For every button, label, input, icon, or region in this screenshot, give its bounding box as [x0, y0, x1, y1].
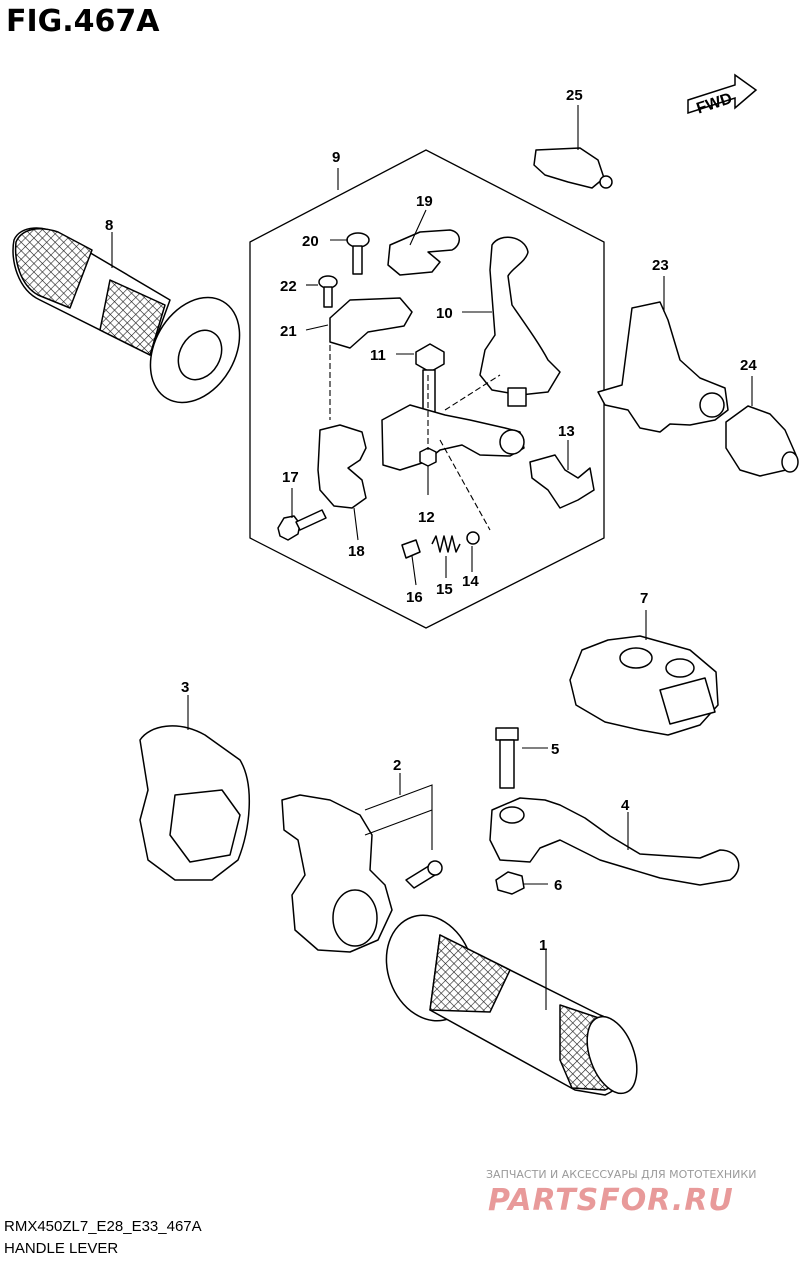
ball-icon [466, 531, 480, 545]
figure-title: FIG.467A [6, 4, 160, 39]
callout-20: 20 [302, 233, 319, 250]
callout-8: 8 [105, 217, 113, 234]
pivot-bolt-icon [495, 727, 519, 789]
callout-17: 17 [282, 469, 299, 486]
lever-guard-icon [597, 301, 729, 433]
bolt-icon [277, 509, 327, 541]
watermark-logo: PARTSFOR.RU [488, 1183, 734, 1218]
clutch-lever-assembly-icon [381, 404, 525, 471]
callout-23: 23 [652, 257, 669, 274]
figure-code: RMX450ZL7_E28_E33_467A [4, 1218, 202, 1235]
adjuster-icon [529, 454, 595, 509]
callout-1: 1 [539, 937, 547, 954]
callouts: 1 2 3 4 5 6 7 8 9 10 11 12 13 14 15 16 1… [105, 87, 757, 954]
right-grip-icon [385, 914, 638, 1096]
callout-25: 25 [566, 87, 583, 104]
callout-21: 21 [280, 323, 297, 340]
callout-10: 10 [436, 305, 453, 322]
callout-5: 5 [551, 741, 559, 758]
callout-15: 15 [436, 581, 453, 598]
set-screw-icon [401, 539, 421, 559]
leader-lines [111, 105, 753, 1010]
screw-icon [346, 232, 370, 275]
assembly-9-boundary [249, 149, 605, 629]
clamp-icon [317, 424, 367, 509]
callout-16: 16 [406, 589, 423, 606]
screw-icon [405, 860, 443, 889]
adjuster-icon [725, 405, 799, 477]
holder-icon [329, 297, 413, 349]
spring-icon [431, 535, 461, 553]
callout-3: 3 [181, 679, 189, 696]
figure-name: HANDLE LEVER [4, 1240, 119, 1257]
callout-7: 7 [640, 590, 648, 607]
callout-9: 9 [332, 149, 340, 166]
brake-lever-icon [489, 797, 740, 886]
callout-11: 11 [370, 347, 386, 364]
callout-6: 6 [554, 877, 562, 894]
callout-12: 12 [418, 509, 435, 526]
callout-4: 4 [621, 797, 630, 814]
callout-13: 13 [558, 423, 575, 440]
callout-19: 19 [416, 193, 433, 210]
callout-22: 22 [280, 278, 297, 295]
screw-icon [318, 275, 338, 308]
callout-24: 24 [740, 357, 757, 374]
throttle-cover-icon [139, 725, 251, 881]
throttle-housing-icon [281, 794, 393, 953]
hot-start-lever-icon [387, 229, 460, 276]
callout-18: 18 [348, 543, 365, 560]
cable-adjuster-icon [533, 147, 613, 189]
bolt-icon [415, 343, 445, 413]
lever-cover-icon [569, 635, 719, 736]
watermark-tagline: ЗАПЧАСТИ И АКСЕССУАРЫ ДЛЯ МОТОТЕХНИКИ [486, 1168, 757, 1181]
fwd-arrow-icon: FWD [687, 73, 758, 118]
nut-icon [419, 447, 437, 467]
nut-icon [495, 871, 525, 895]
fwd-label: FWD [694, 90, 734, 117]
callout-14: 14 [462, 573, 479, 590]
left-grip-icon [12, 227, 241, 404]
clutch-lever-icon [479, 236, 561, 407]
callout-2: 2 [393, 757, 401, 774]
